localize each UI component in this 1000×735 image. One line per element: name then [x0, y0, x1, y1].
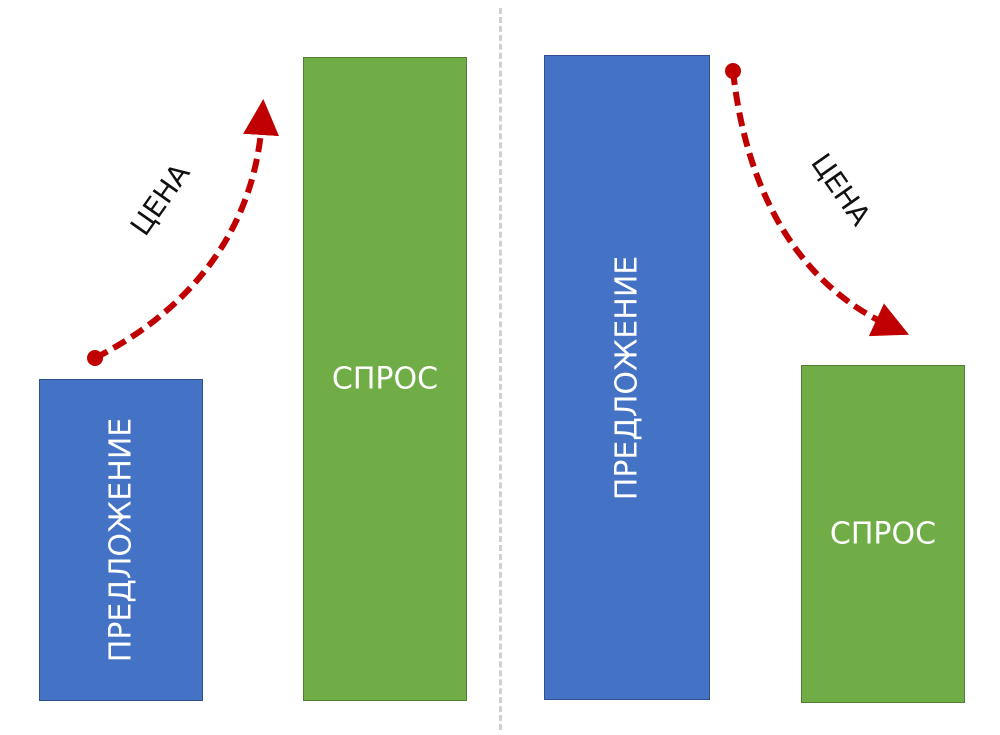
right-demand-label: СПРОС [829, 516, 937, 552]
left-demand-label: СПРОС [331, 361, 439, 397]
right-price-arrow: ЦЕНА [725, 63, 910, 337]
right-supply-bar: ПРЕДЛОЖЕНИЕ [544, 55, 710, 700]
right-price-label: ЦЕНА [804, 147, 877, 231]
right-demand-bar: СПРОС [801, 365, 965, 703]
panel-divider [499, 8, 502, 730]
left-price-up-arrow-icon [93, 99, 280, 361]
left-price-arrow: ЦЕНА [87, 99, 280, 366]
left-demand-bar: СПРОС [303, 57, 467, 701]
left-supply-bar: ПРЕДЛОЖЕНИЕ [39, 379, 203, 701]
right-price-down-arrow-icon [730, 70, 910, 337]
left-price-label: ЦЕНА [124, 157, 197, 241]
